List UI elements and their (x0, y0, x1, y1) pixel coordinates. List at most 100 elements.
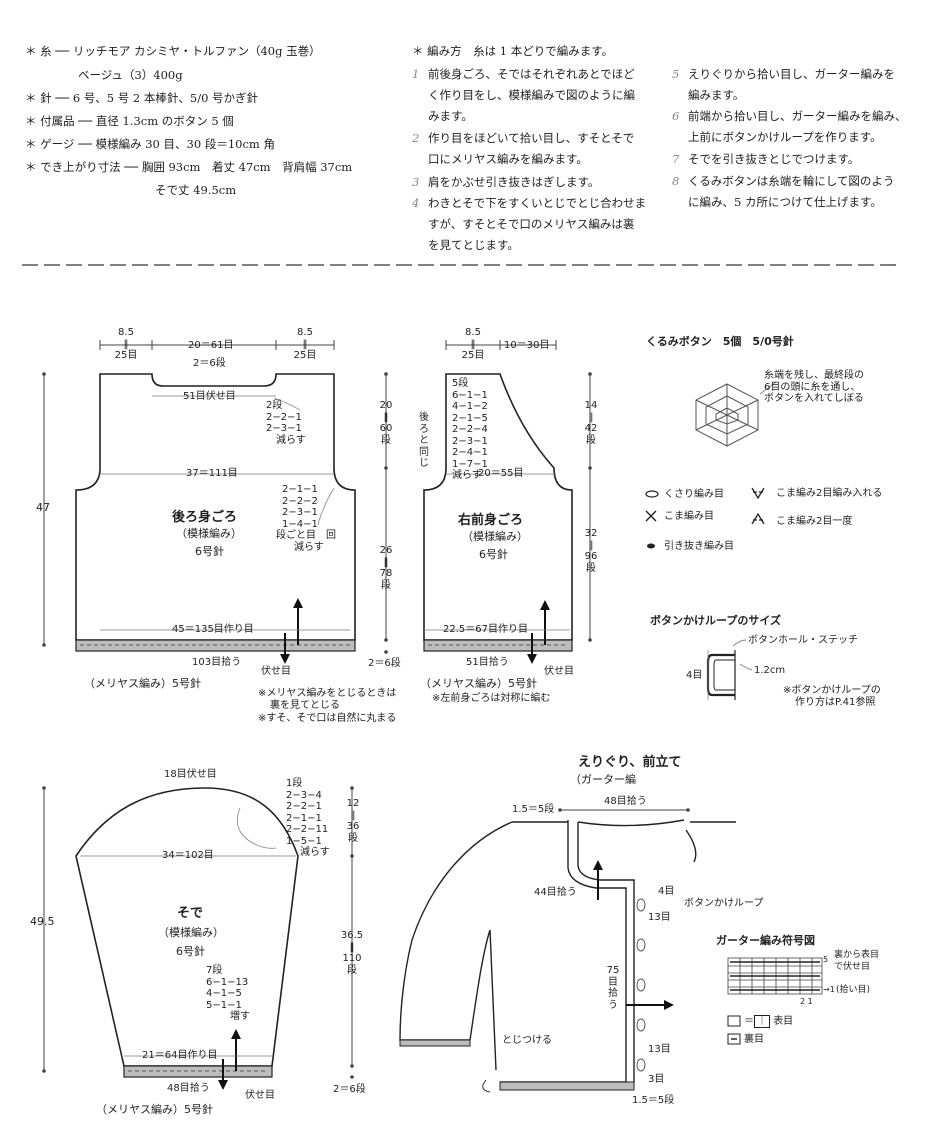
method-heading: ＊ 編み方 糸は 1 本どりで編みます。 (412, 44, 614, 58)
step-1-line3: みます。 (428, 109, 473, 123)
material-yarn-color: ベージュ（3）400g (78, 68, 183, 82)
back-needle: 6号針 (195, 545, 224, 558)
front-needle: 6号針 (479, 548, 508, 561)
garter-row-5: 5 (823, 955, 829, 964)
step-4-line2: すが、すそとそで口のメリヤス編みは裏 (428, 217, 635, 231)
garter-right-top: 裏から表目で伏せ目 (834, 950, 880, 972)
button-title: くるみボタン 5個 5/0号針 (646, 335, 794, 348)
back-body-outline (75, 373, 356, 641)
front-neck-width: 10＝30目 (504, 340, 550, 351)
sleeve-width: 34＝102目 (162, 850, 214, 861)
sleeve-needle: 6号針 (176, 945, 205, 958)
loop-title: ボタンかけループのサイズ (650, 614, 782, 627)
sc-symbol (645, 510, 657, 522)
chain-symbol (645, 490, 659, 498)
sleeve-bind-off: 伏せ目 (245, 1090, 275, 1101)
inc-symbol (751, 487, 765, 500)
sleeve-length: 49.5 (30, 915, 55, 928)
sleeve-hem-rows: 2＝6段 (333, 1084, 366, 1095)
knit-key-box (727, 1015, 741, 1027)
band-rows: 1.5＝5段 (632, 1095, 675, 1106)
back-shoulder-right: 8.5‖25目 (293, 327, 317, 361)
step-1-line2: く作り目をし、模様編みで図のように編 (428, 88, 635, 102)
front-chest: 20＝55目 (478, 468, 524, 479)
loop-label: ボタンかけループ (684, 898, 764, 909)
material-notions: ＊ 付属品 ── 直径 1.3cm のボタン 5 個 (25, 114, 234, 128)
material-needles: ＊ 針 ── 6 号、5 号 2 本棒針、5/0 号かぎ針 (25, 91, 259, 105)
front-title: 右前身ごろ (458, 513, 524, 528)
back-cast-on: 45＝135目作り目 (172, 624, 254, 635)
legend-slip: 引き抜き編み目 (664, 541, 734, 552)
back-pattern: （模様編み） (176, 527, 242, 540)
garter-key-knit: ＝｜ 表目 (744, 1015, 794, 1028)
sleeve-pattern: （模様編み） (158, 926, 224, 939)
material-gauge: ＊ ゲージ ── 模様編み 30 目、30 段＝10cm 角 (25, 137, 275, 151)
stitches-4: 4目 (658, 886, 675, 897)
button-stitch-chart (695, 383, 759, 447)
assembly-subtitle: （ガーター編 (570, 773, 636, 786)
loop-size: 1.2cm (754, 665, 786, 676)
back-neck-width: 20＝61目 (188, 340, 234, 351)
sleeve-pick-up: 48目拾う (167, 1083, 210, 1094)
garter-title: ガーター編み符号図 (716, 934, 815, 947)
back-neck-bind: 51目伏せ目 (183, 391, 236, 402)
legend-inc: こま編み2目編み入れる (776, 488, 883, 499)
garter-key-purl: 裏目 (744, 1034, 764, 1045)
sleeve-top-bind: 18目伏せ目 (164, 769, 217, 780)
slip-symbol (647, 543, 655, 549)
step-8-line2: に編み、5 カ所につけて仕上げます。 (688, 195, 882, 209)
front-body-outline (423, 373, 573, 641)
back-hem-label: （メリヤス編み）5号針 (84, 677, 201, 690)
back-shoulder-left: 8.5‖25目 (114, 327, 138, 361)
sew-label: とじつける (502, 1035, 552, 1046)
sleeve-outline (75, 787, 299, 1067)
loop-shape (706, 653, 735, 697)
back-pick-up: 103目拾う (192, 657, 242, 668)
back-neck-rows: 2＝6段 (193, 358, 226, 369)
gap-13b: 13目 (648, 1044, 671, 1055)
legend-sc: こま編み目 (664, 511, 714, 522)
front-bind-off: 伏せ目 (544, 666, 574, 677)
sleeve-cast-on: 21＝64目作り目 (142, 1050, 218, 1061)
hem-notes: ※メリヤス編みをとじるときは裏を見てとじる※すそ、そで口は自然に丸まる (258, 688, 397, 724)
front-shoulder: 8.5‖25目 (461, 327, 485, 361)
collar-rows: 1.5＝5段 (512, 804, 555, 815)
step-5-line2: 編みます。 (688, 88, 745, 102)
front-pattern: （模様編み） (462, 530, 528, 543)
loop-rows: 4目 (686, 670, 703, 681)
front-pick-up: 51目拾う (466, 657, 509, 668)
front-pick: 44目拾う (534, 887, 577, 898)
assembly-outline (399, 819, 736, 1083)
back-hem-rows: 2＝6段 (368, 658, 401, 669)
step-4-line3: を見てとじます。 (428, 238, 519, 252)
garter-right-bottom: (拾い目) (836, 985, 871, 995)
legend-chain: くさり編み目 (664, 489, 724, 500)
sleeve-title: そで (177, 906, 204, 921)
step-2-line2: 口にメリヤス編みを編みます。 (428, 152, 588, 166)
end-3: 3目 (648, 1074, 665, 1085)
material-sleeve-length: そで丈 49.5cm (155, 183, 237, 197)
loop-stitch: ボタンホール・ステッチ (748, 635, 858, 646)
front-hem-label: （メリヤス編み）5号針 (420, 677, 537, 690)
step-6-line2: 上前にボタンかけループを作ります。 (688, 130, 882, 144)
back-chest: 37＝111目 (186, 468, 238, 479)
garter-cols: 2 1 (800, 997, 813, 1006)
material-yarn: ＊ 糸 ── リッチモア カシミヤ・トルファン（40g 玉巻） (25, 44, 321, 58)
loop-note: ※ボタンかけループの作り方はP.41参照 (783, 685, 881, 708)
dec-symbol (751, 512, 765, 525)
